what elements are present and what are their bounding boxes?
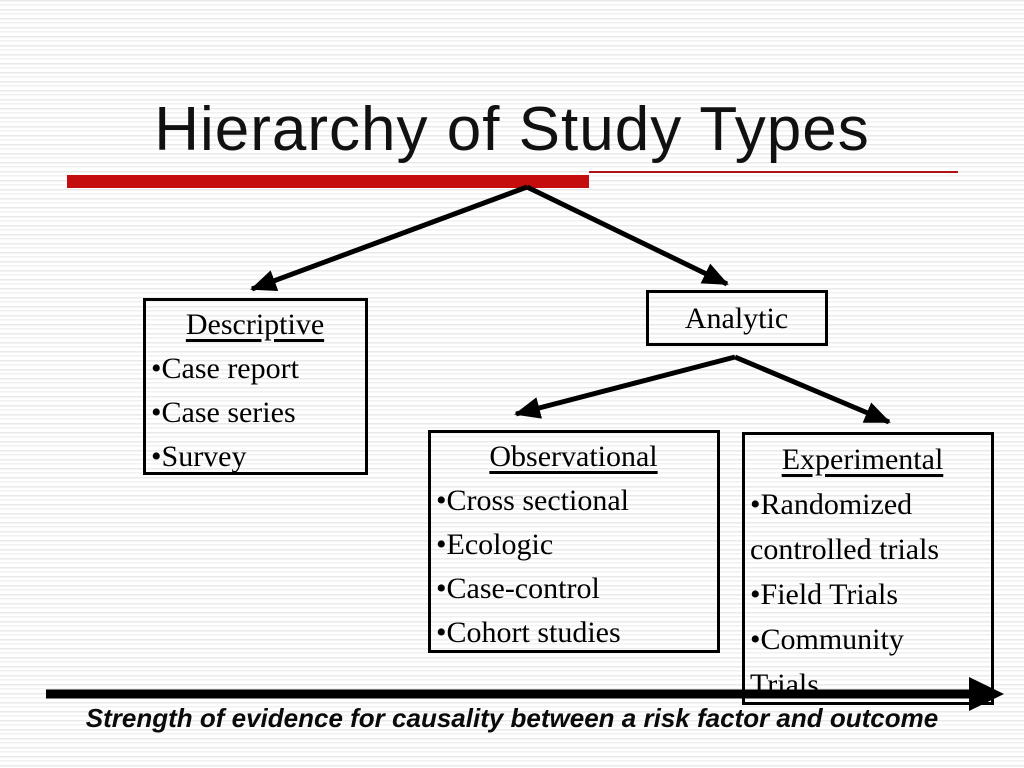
box-descriptive: Descriptive •Case report •Case series •S… [143, 298, 368, 475]
box-observational-title: Observational [489, 440, 658, 473]
box-item: •Survey [151, 440, 247, 473]
box-experimental-title: Experimental [781, 443, 944, 476]
arrow-analytic-to-observational [514, 354, 736, 419]
strength-axis-caption: Strength of evidence for causality betwe… [85, 703, 939, 733]
box-item: •Randomized controlled trials [750, 488, 940, 566]
title-underline-bar [67, 175, 589, 188]
slide-title: Hierarchy of Study Types [154, 95, 870, 164]
box-item: •Field Trials [750, 578, 899, 611]
box-analytic: Analytic [646, 290, 828, 346]
box-item: •Cohort studies [436, 616, 621, 649]
arrow-title-to-descriptive [250, 184, 528, 292]
arrow-analytic-to-experimental [734, 354, 891, 425]
box-observational: Observational •Cross sectional •Ecologic… [428, 430, 720, 653]
title-underline-thin-line [589, 171, 958, 173]
box-analytic-title: Analytic [684, 302, 789, 335]
arrow-title-to-analytic [525, 184, 729, 287]
box-experimental: Experimental •Randomized controlled tria… [742, 432, 994, 705]
box-item: •Ecologic [436, 528, 554, 561]
box-item: •Cross sectional [436, 484, 629, 517]
box-item: •Case report [151, 352, 299, 385]
box-item: •Community Trials [750, 623, 904, 701]
box-item: •Case series [151, 396, 296, 429]
box-descriptive-title: Descriptive [185, 308, 325, 341]
box-item: •Case-control [436, 572, 600, 605]
